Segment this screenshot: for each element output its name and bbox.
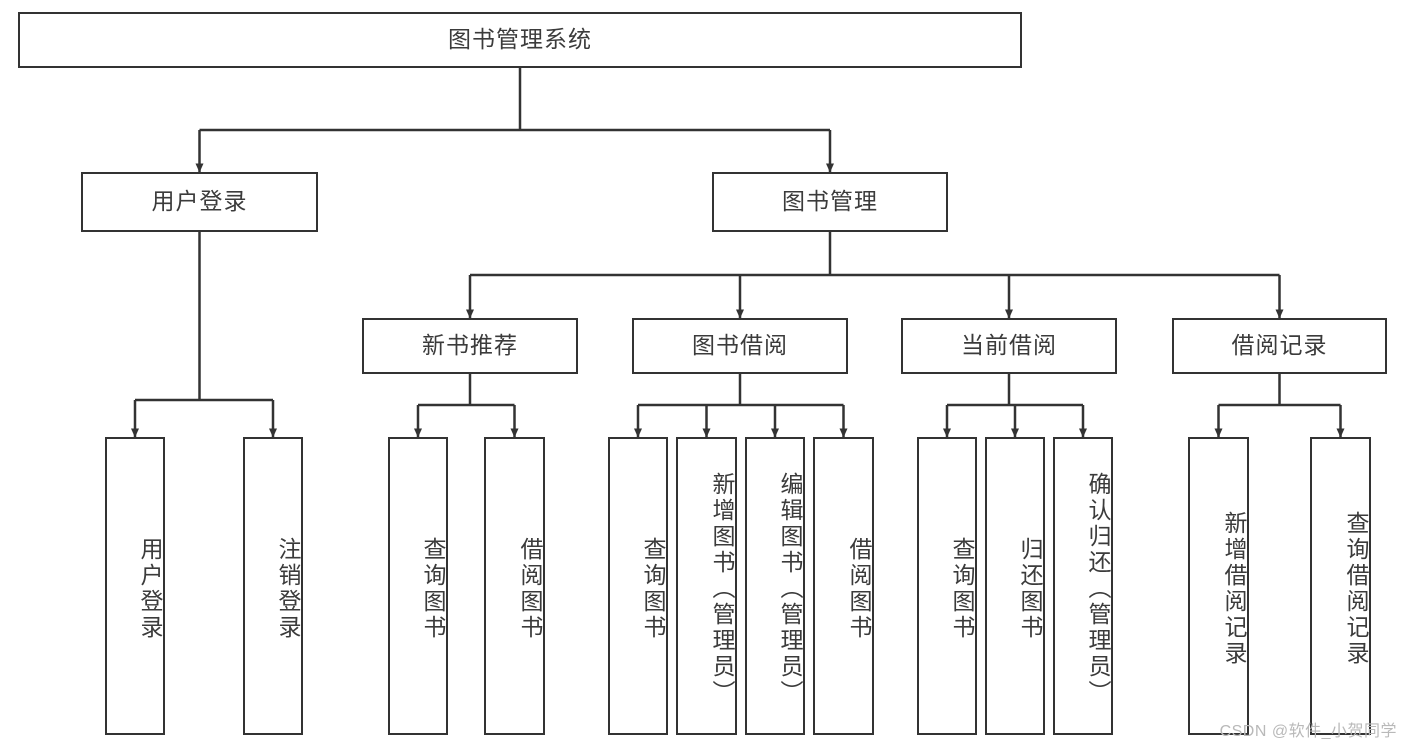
node-leaf-rec-1: 新增借阅记录 (1188, 437, 1249, 735)
node-label: 新增借阅记录 (1221, 511, 1247, 667)
node-label: 查询图书 (949, 537, 975, 641)
node-borrow: 图书借阅 (632, 318, 848, 374)
node-leaf-login-1: 用户登录 (105, 437, 165, 735)
node-label: 查询图书 (420, 537, 446, 641)
node-leaf-bor-4: 借阅图书 (813, 437, 874, 735)
node-leaf-cur-2: 归还图书 (985, 437, 1045, 735)
node-newrec: 新书推荐 (362, 318, 578, 374)
node-label: 借阅图书 (517, 537, 543, 641)
node-label: 用户登录 (151, 188, 248, 215)
node-root: 图书管理系统 (18, 12, 1022, 68)
node-leaf-new-1: 查询图书 (388, 437, 448, 735)
node-records: 借阅记录 (1172, 318, 1387, 374)
node-leaf-login-2: 注销登录 (243, 437, 303, 735)
node-leaf-bor-1: 查询图书 (608, 437, 668, 735)
node-label: 当前借阅 (961, 332, 1057, 359)
node-label: 查询借阅记录 (1343, 511, 1369, 667)
node-label: 归还图书 (1017, 537, 1043, 641)
node-bookmgmt: 图书管理 (712, 172, 948, 232)
node-label: 借阅图书 (846, 537, 872, 641)
node-leaf-rec-2: 查询借阅记录 (1310, 437, 1371, 735)
watermark-text: CSDN @软件_小贺同学 (1219, 723, 1397, 740)
node-leaf-cur-1: 查询图书 (917, 437, 977, 735)
node-label: 新增图书（管理员） (709, 472, 735, 706)
node-leaf-new-2: 借阅图书 (484, 437, 545, 735)
node-label: 图书管理 (782, 188, 878, 215)
node-label: 用户登录 (137, 537, 163, 641)
node-label: 图书借阅 (692, 332, 788, 359)
node-login: 用户登录 (81, 172, 318, 232)
node-label: 借阅记录 (1231, 332, 1328, 359)
node-label: 新书推荐 (422, 332, 518, 359)
node-label: 注销登录 (275, 537, 301, 641)
node-label: 查询图书 (640, 537, 666, 641)
node-label: 确认归还（管理员） (1085, 472, 1111, 706)
node-leaf-cur-3: 确认归还（管理员） (1053, 437, 1113, 735)
node-label: 图书管理系统 (448, 26, 592, 53)
node-current: 当前借阅 (901, 318, 1117, 374)
node-leaf-bor-2: 新增图书（管理员） (676, 437, 737, 735)
node-leaf-bor-3: 编辑图书（管理员） (745, 437, 805, 735)
node-label: 编辑图书（管理员） (777, 472, 803, 706)
